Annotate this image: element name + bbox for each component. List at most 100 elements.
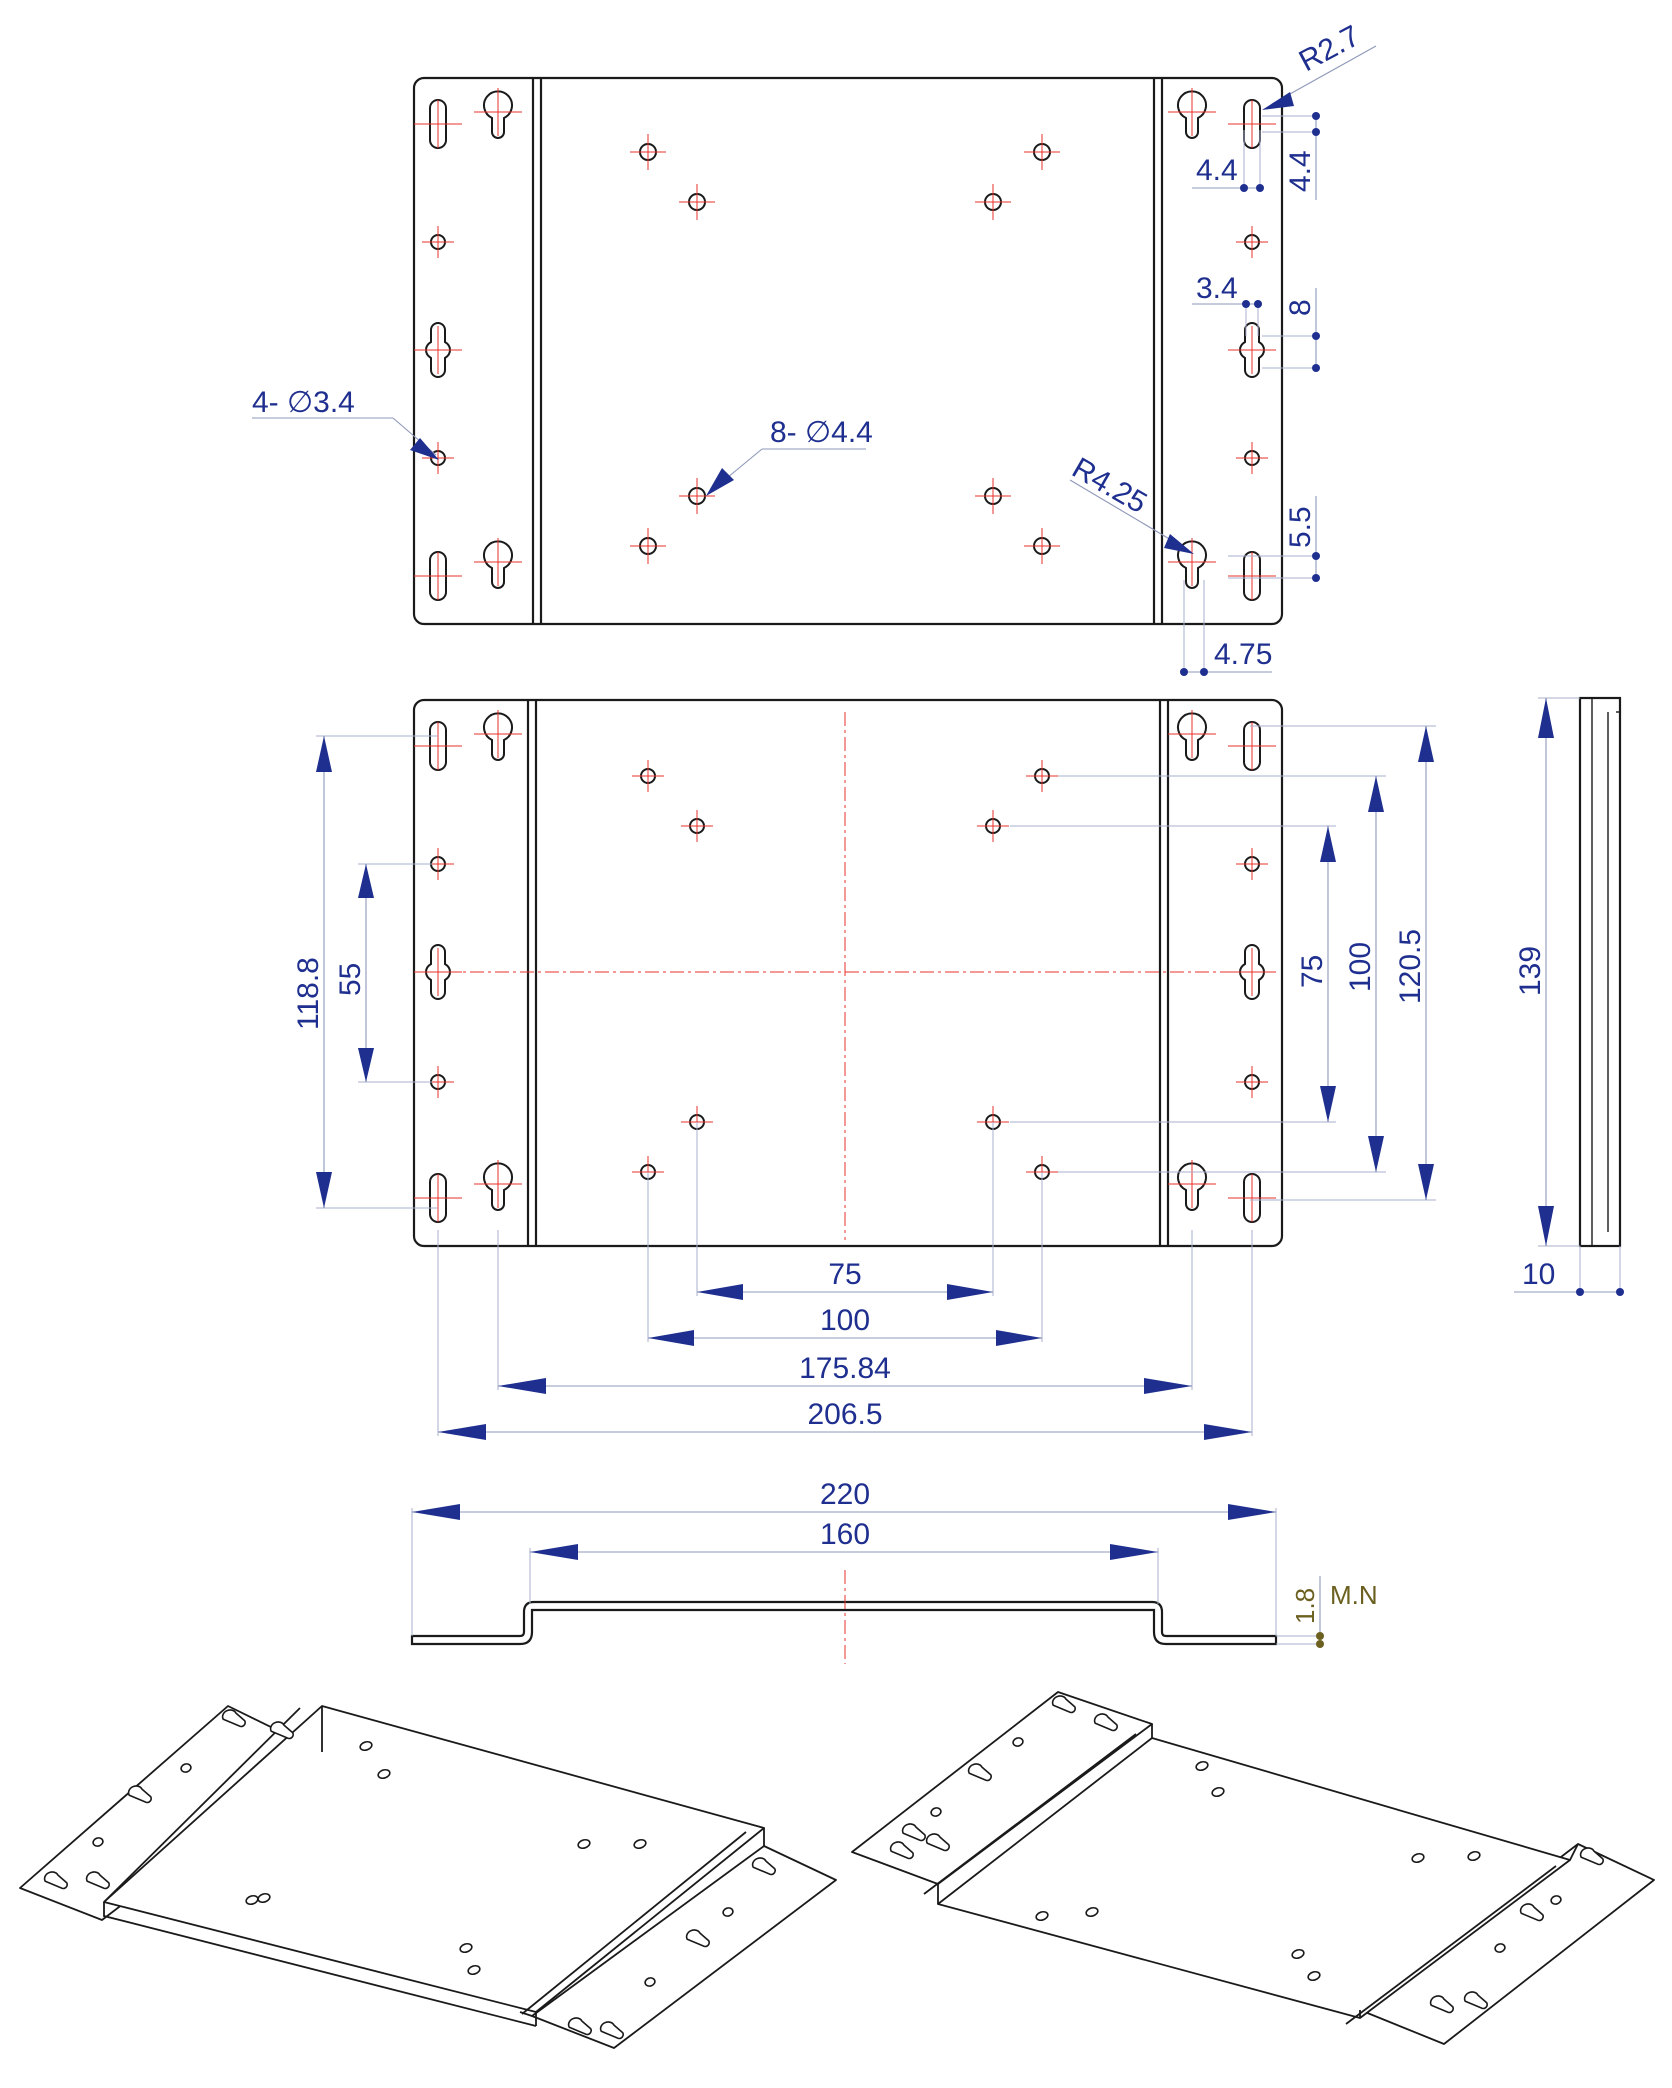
iso-small-hole <box>722 1907 734 1917</box>
iso-vesa-hole <box>377 1768 391 1780</box>
dim-text-175-84: 175.84 <box>799 1352 891 1385</box>
isometric-view-left <box>19 1705 837 2049</box>
iso-vesa-hole <box>1307 1970 1321 1982</box>
dim-text-100-h: 100 <box>820 1304 870 1337</box>
iso-slot <box>901 1823 926 1842</box>
iso-vesa-hole <box>359 1740 373 1752</box>
side-view-outline <box>1578 696 1622 1248</box>
dim-text-120-5: 120.5 <box>1394 929 1427 1004</box>
iso-slot <box>1051 1695 1076 1714</box>
iso-slot <box>127 1785 152 1804</box>
dim-text-1-8: 1.8 <box>1290 1588 1320 1624</box>
iso-right-holes <box>889 1695 1604 2014</box>
dim-text-160: 160 <box>820 1518 870 1551</box>
dim-text-5-5: 5.5 <box>1284 506 1317 548</box>
dim-1-8: 1.8 M.N <box>1276 1576 1378 1648</box>
iso-keyhole <box>85 1871 110 1890</box>
dim-100-v: 100 <box>1058 775 1386 1173</box>
iso-slot <box>685 1929 710 1948</box>
iso-slot <box>967 1763 992 1782</box>
dim-text-75-v: 75 <box>1296 955 1329 988</box>
iso-small-hole <box>644 1977 656 1987</box>
dim-4-4-v: 4.4 <box>1262 112 1320 200</box>
dim-118-8: 118.8 <box>292 735 438 1209</box>
dim-text-139: 139 <box>1514 946 1547 996</box>
iso-vesa-hole <box>257 1892 271 1904</box>
iso-vesa-hole <box>1467 1850 1481 1862</box>
dim-text-3-4: 3.4 <box>1196 272 1238 305</box>
dim-8: 8 <box>1262 288 1320 372</box>
dim-text-8: 8 <box>1284 299 1317 316</box>
dim-text-4-75: 4.75 <box>1214 638 1272 671</box>
dim-100-h: 100 <box>647 1172 1043 1346</box>
iso-vesa-hole <box>1291 1948 1305 1960</box>
iso-slot <box>751 1857 776 1876</box>
iso-small-hole <box>1012 1737 1024 1747</box>
profile-view: 220 160 1.8 M.N <box>410 1478 1378 1664</box>
iso-small-hole <box>1550 1895 1562 1905</box>
note-holes-small: 4- ∅3.4 <box>252 386 355 419</box>
iso-slot <box>1429 1995 1454 2014</box>
material-symbol: M.N <box>1330 1580 1378 1610</box>
dim-120-5: 120.5 <box>1250 725 1436 1201</box>
iso-small-hole <box>92 1837 104 1847</box>
iso-keyhole <box>1093 1713 1118 1732</box>
dim-text-4-4-h: 4.4 <box>1196 154 1238 187</box>
iso-slot <box>1519 1903 1544 1922</box>
callout-radius-keyhole: R4.25 <box>1067 451 1194 554</box>
iso-small-hole <box>180 1763 192 1773</box>
iso-keyhole <box>269 1721 294 1740</box>
dim-text-118-8: 118.8 <box>292 957 325 1030</box>
iso-keyhole <box>925 1833 950 1852</box>
iso-slot <box>599 2021 624 2040</box>
iso-slot <box>1579 1847 1604 1866</box>
dim-5-5: 5.5 <box>1228 496 1320 582</box>
dim-text-75-h: 75 <box>828 1258 861 1291</box>
dim-4-75: 4.75 <box>1180 580 1272 676</box>
side-view: 139 10 <box>1514 696 1624 1296</box>
dim-160: 160 <box>529 1518 1159 1604</box>
iso-vesa-hole <box>1195 1760 1209 1772</box>
top-view: 4- ∅3.4 8- ∅4.4 R2.7 R4.25 4.4 <box>252 19 1377 676</box>
dim-4-4-h: 4.4 <box>1192 130 1264 192</box>
iso-slot <box>1463 1991 1488 2010</box>
dim-10: 10 <box>1514 1246 1624 1296</box>
dim-206-5: 206.5 <box>437 1230 1253 1440</box>
iso-vesa-hole <box>459 1942 473 1954</box>
callout-holes-vesa: 8- ∅4.4 <box>706 416 873 496</box>
iso-small-hole <box>1494 1943 1506 1953</box>
dim-text-10: 10 <box>1522 1258 1555 1291</box>
callout-radius-small-slot: R2.7 <box>1262 19 1377 110</box>
dim-3-4: 3.4 <box>1192 272 1262 336</box>
profile-outline <box>410 1600 1278 1646</box>
top-view-outline <box>412 76 1284 626</box>
dim-75-h: 75 <box>696 1122 994 1300</box>
iso-vesa-hole <box>1411 1852 1425 1864</box>
iso-vesa-hole <box>1085 1906 1099 1918</box>
dim-text-220: 220 <box>820 1478 870 1511</box>
dim-139: 139 <box>1514 697 1580 1247</box>
note-radius-small-slot: R2.7 <box>1294 19 1365 78</box>
dim-220: 220 <box>411 1478 1277 1636</box>
iso-slot <box>221 1709 246 1728</box>
iso-slot <box>567 2017 592 2036</box>
front-view: 118.8 55 75 100 <box>292 698 1436 1440</box>
iso-vesa-hole <box>577 1838 591 1850</box>
dim-text-206-5: 206.5 <box>807 1398 882 1431</box>
note-holes-vesa: 8- ∅4.4 <box>770 416 873 449</box>
dim-text-4-4-v: 4.4 <box>1284 150 1317 192</box>
iso-vesa-hole <box>633 1838 647 1850</box>
dim-text-55: 55 <box>334 963 367 996</box>
iso-vesa-hole <box>1211 1786 1225 1798</box>
iso-slot <box>43 1871 68 1890</box>
iso-left-holes <box>43 1709 776 2040</box>
iso-slot <box>889 1841 914 1860</box>
top-view-holes <box>414 88 1276 601</box>
iso-vesa-hole <box>467 1964 481 1976</box>
front-view-outline <box>412 698 1284 1248</box>
dim-text-100-v: 100 <box>1344 942 1377 992</box>
isometric-view-right <box>851 1691 1655 2045</box>
callout-holes-small: 4- ∅3.4 <box>252 386 439 460</box>
